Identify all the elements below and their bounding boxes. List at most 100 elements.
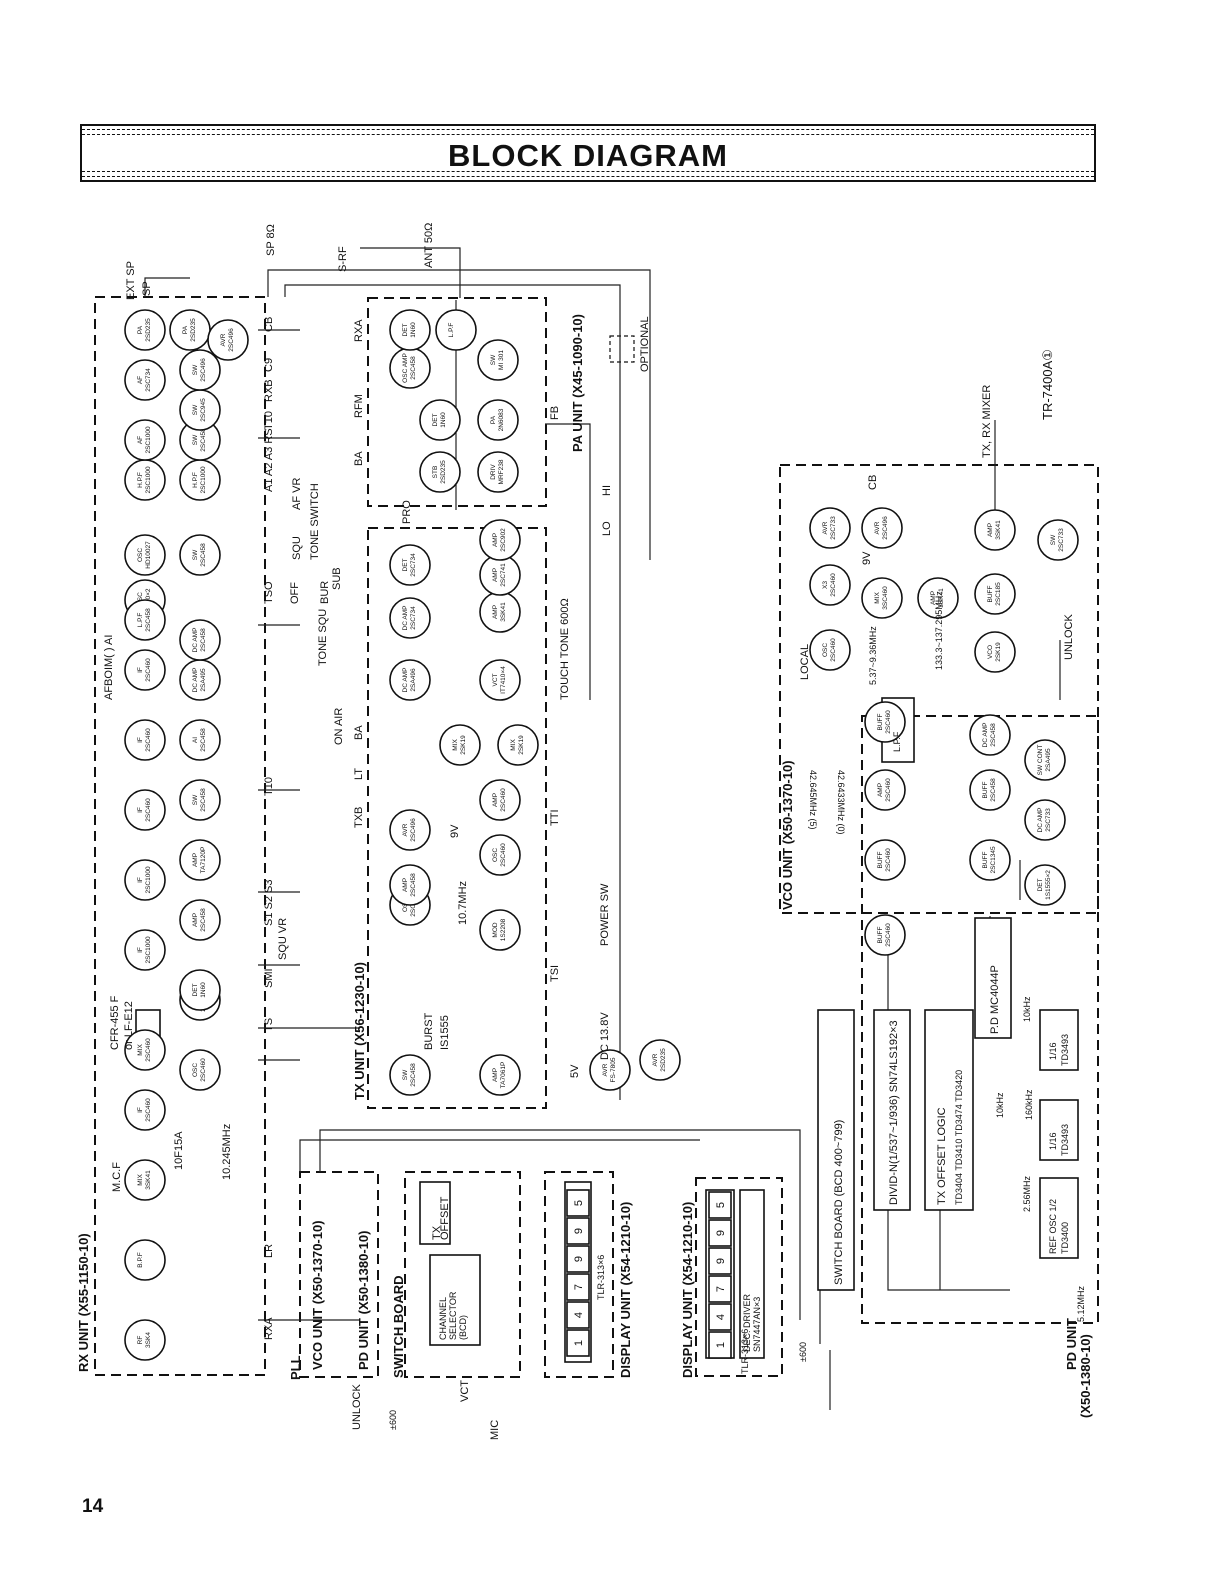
rx-stage-text: 2SC458	[200, 543, 207, 567]
dec-driver-block	[739, 1189, 765, 1359]
tx-stage-text: AMP	[492, 1068, 499, 1082]
vco-stage-text: 2SC733	[1058, 528, 1065, 552]
pa-stage-text: 2SC458	[410, 356, 417, 380]
pa-stage-circle	[477, 451, 519, 493]
display-left-digit: 5	[573, 1200, 585, 1206]
vco-stage-text: OSC	[822, 643, 829, 657]
tx-stage-circle	[479, 779, 521, 821]
vco-stage-circle	[861, 577, 903, 619]
pd-stage-circle	[1024, 739, 1066, 781]
rx-stage-text: MIX	[137, 1174, 144, 1186]
rx-stage-circle	[179, 969, 221, 1011]
rx-stage-text: L.P.F	[137, 613, 144, 628]
vco-stage-text: AMP	[930, 591, 937, 605]
rx-stage-circle	[179, 349, 221, 391]
rx-stage-text: MIX	[137, 1044, 144, 1056]
rx-stage-circle	[124, 1239, 166, 1281]
vco-stage-text: VCO	[987, 645, 994, 659]
rx-stage-text: 2SC496	[228, 328, 235, 352]
pd-stage-circle	[1024, 799, 1066, 841]
display-left-digit-cell	[566, 1301, 590, 1329]
tx-stage-circle	[439, 724, 481, 766]
rx-stage-text: SW	[192, 404, 199, 415]
rx-stage-text: OSC	[192, 1063, 199, 1077]
rx-stage-text: 2SC460	[200, 1058, 207, 1082]
tx-stage-text: 2SC458	[410, 1063, 417, 1087]
vco-stage-text: 2SC460	[885, 848, 892, 872]
rx-stage-circle	[179, 534, 221, 576]
tx-stage-text: AMP	[402, 878, 409, 892]
tx-offset-logic-block	[924, 1009, 974, 1211]
rx-stage-text: IF	[137, 807, 144, 813]
vco-stage-text: 2SC460	[885, 923, 892, 947]
vco-stage-circle	[864, 769, 906, 811]
vco-stage-circle	[861, 507, 903, 549]
rx-stage-text: 3SK41	[145, 1170, 152, 1190]
rx-stage-circle	[124, 1029, 166, 1071]
rx-stage-circle	[124, 1089, 166, 1131]
ref-osc-block	[1039, 1177, 1079, 1259]
tx-stage-text: IT7410×4	[500, 666, 507, 694]
rx-stage-circle	[179, 719, 221, 761]
rx-stage-text: PA	[182, 325, 189, 334]
tx-stage-text: AMP	[492, 568, 499, 582]
tx-stage-circle	[389, 544, 431, 586]
vco-stage-text: AVR	[874, 521, 881, 534]
tx-unit-box	[367, 527, 547, 1109]
vco-stage-circle	[974, 509, 1016, 551]
vco-stage-text: 3SC460	[882, 586, 889, 610]
rx-stage-text: 2SC458	[200, 728, 207, 752]
tx-stage-circle	[389, 1054, 431, 1096]
pa-stage-text: L.P.F	[448, 323, 455, 338]
tx-stage-text: AMP	[492, 793, 499, 807]
rx-stage-text: 2SA495	[200, 668, 207, 692]
vco-stage-text: 2SK19	[995, 642, 1002, 662]
rx-stage-text: 2SC1000	[145, 426, 152, 453]
display-left-digit: 4	[573, 1312, 585, 1318]
pd-stage-text: 2SA495	[1045, 748, 1052, 772]
display-left-digit-cell	[566, 1273, 590, 1301]
switch-board-left-box	[404, 1171, 521, 1378]
vco-stage-text: MIX	[874, 592, 881, 604]
tx-stage-circle	[389, 659, 431, 701]
rx-stage-text: IF	[137, 667, 144, 673]
tx-stage-text: 3SK41	[500, 602, 507, 622]
tx-stage-text: DET	[402, 558, 409, 571]
display-left-digit: 7	[573, 1284, 585, 1290]
rx-stage-text: 2SC460	[145, 1038, 152, 1062]
vco-stage-text: SW	[1050, 534, 1057, 545]
vco-stage-circle	[864, 914, 906, 956]
vco-stage-text: 2SC460	[830, 638, 837, 662]
pd-stage-text: 2SC733	[1045, 808, 1052, 832]
rx-stage-text: HD10027	[145, 541, 152, 569]
pa-stage-circle	[419, 399, 461, 441]
vco-stage-text: 2SC460	[885, 778, 892, 802]
tx-stage-text: AVR	[652, 1053, 659, 1066]
pd-stage-circle	[969, 714, 1011, 756]
tx-stage-circle	[589, 1049, 631, 1091]
pd-stage-circle	[969, 769, 1011, 811]
